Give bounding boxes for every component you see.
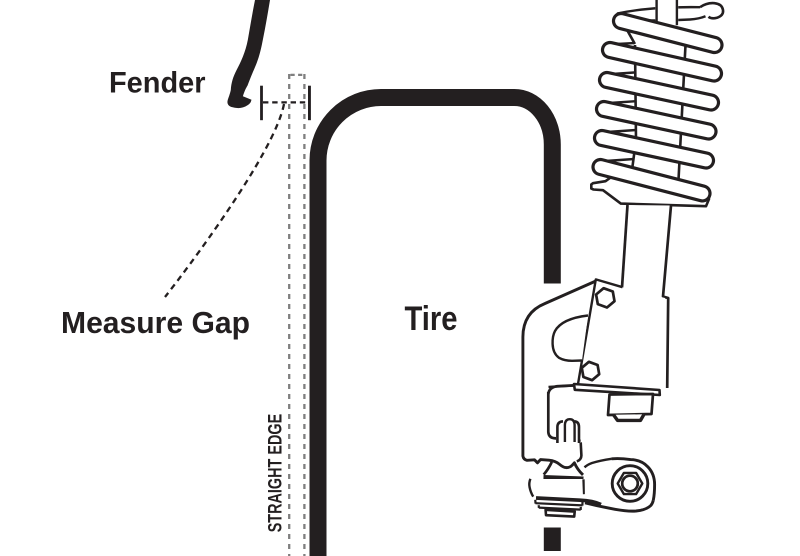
svg-text:STRAIGHT EDGE: STRAIGHT EDGE (264, 414, 286, 533)
svg-text:Fender: Fender (109, 66, 206, 99)
svg-text:Tire: Tire (405, 300, 458, 338)
svg-text:Measure Gap: Measure Gap (61, 305, 250, 340)
